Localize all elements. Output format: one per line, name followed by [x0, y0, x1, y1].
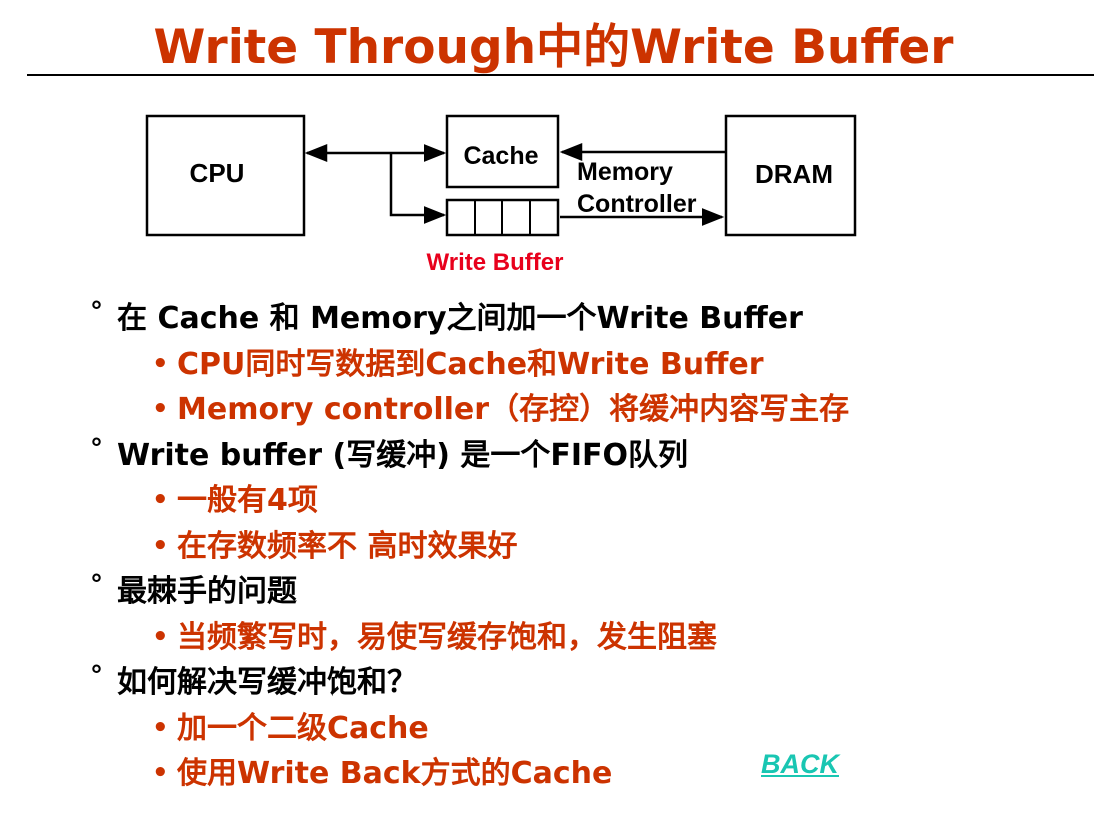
bullet-text: 在 Cache 和 Memory之间加一个Write Buffer [117, 301, 803, 336]
bullet-item: ° Write buffer (写缓冲) 是一个FIFO队列 [88, 433, 1068, 479]
bullet-marker: ° [90, 297, 103, 327]
slide-title: Write Through中的Write Buffer [153, 20, 954, 75]
sub-bullet-item: • 一般有4项 [88, 478, 1068, 524]
bullet-marker: ° [90, 661, 103, 691]
sub-bullet-marker: • [152, 394, 169, 424]
bullet-item: ° 最棘手的问题 [88, 569, 1068, 615]
sub-bullet-marker: • [152, 758, 169, 788]
sub-bullet-text: Memory controller（存控）将缓冲内容写主存 [177, 392, 850, 427]
title-divider [27, 74, 1094, 76]
sub-bullet-item: • 加一个二级Cache [88, 706, 1068, 752]
cpu-box [145, 114, 306, 237]
bullet-marker: ° [90, 433, 103, 464]
sub-bullet-item: • 使用Write Back方式的Cache [88, 751, 1068, 797]
cache-label: Cache [463, 142, 538, 170]
sub-bullet-marker: • [152, 621, 169, 652]
dram-box [724, 114, 857, 237]
sub-bullet-marker: • [152, 485, 169, 515]
sub-bullet-item: • 在存数频率不 高时效果好 [88, 524, 1068, 570]
memory-controller-label-line2: Controller [577, 190, 697, 218]
bullet-text: 最棘手的问题 [117, 574, 297, 609]
sub-bullet-text: 一般有4项 [177, 483, 318, 518]
sub-bullet-item: • Memory controller（存控）将缓冲内容写主存 [88, 387, 1068, 433]
sub-bullet-marker: • [152, 712, 169, 743]
sub-bullet-marker: • [152, 530, 169, 561]
cpu-label: CPU [190, 158, 245, 188]
bullet-item: ° 如何解决写缓冲饱和？ [88, 660, 1068, 706]
bullet-text: Write buffer (写缓冲) 是一个FIFO队列 [117, 437, 689, 473]
sub-bullet-item: • CPU同时写数据到Cache和Write Buffer [88, 342, 1068, 388]
memory-controller-label-line1: Memory [577, 158, 673, 186]
bullet-marker: ° [90, 570, 103, 600]
sub-bullet-text: 加一个二级Cache [177, 710, 429, 746]
sub-bullet-text: 使用Write Back方式的Cache [177, 756, 613, 791]
sub-bullet-marker: • [152, 348, 169, 379]
sub-bullet-text: CPU同时写数据到Cache和Write Buffer [177, 346, 764, 382]
sub-bullet-item: • 当频繁写时，易使写缓存饱和，发生阻塞 [88, 615, 1068, 661]
bullet-text: 如何解决写缓冲饱和？ [117, 665, 417, 700]
back-link[interactable]: BACK [761, 749, 839, 779]
write-buffer-label: Write Buffer [427, 249, 564, 276]
cache-box [445, 114, 560, 189]
write-buffer-diagram: CPU Cache Write Buffer DRAM Memory Contr… [145, 114, 857, 276]
write-buffer-box [445, 198, 560, 237]
sub-bullet-text: 在存数频率不 高时效果好 [177, 528, 518, 564]
sub-bullet-text: 当频繁写时，易使写缓存饱和，发生阻塞 [177, 619, 717, 655]
cpu-write-buffer-arrow [389, 153, 447, 224]
bullet-item: ° 在 Cache 和 Memory之间加一个Write Buffer [88, 296, 1068, 342]
dram-label: DRAM [755, 159, 833, 189]
bullet-list: ° 在 Cache 和 Memory之间加一个Write Buffer • CPU同… [88, 296, 1068, 797]
